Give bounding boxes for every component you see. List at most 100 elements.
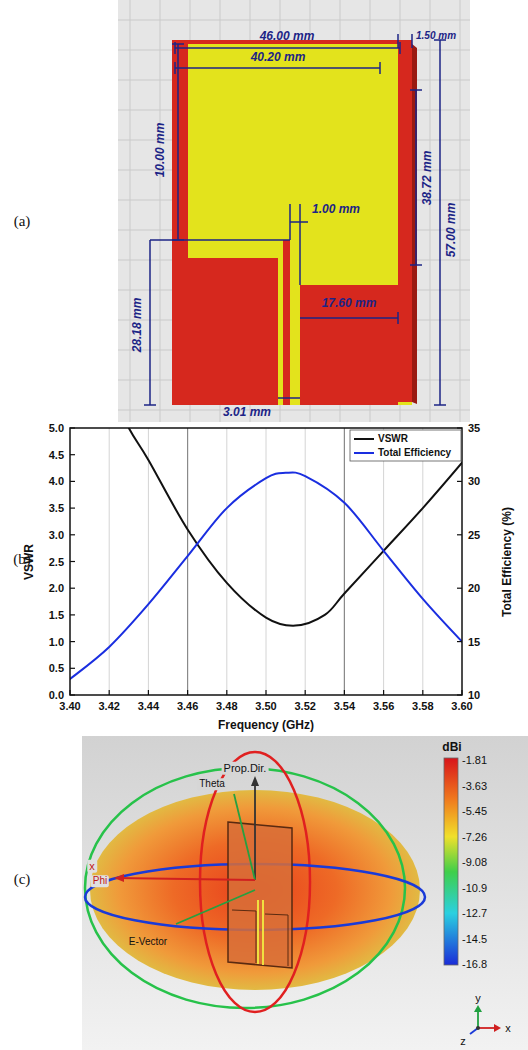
legend-sample — [354, 438, 374, 440]
tick-label: 3.54 — [334, 700, 355, 713]
line-shape — [149, 240, 151, 405]
vswr-curve — [105, 428, 462, 626]
line-shape — [397, 34, 399, 48]
line-shape — [344, 428, 345, 695]
tick-label: 3.42 — [98, 700, 119, 713]
tick-label: 25 — [468, 528, 480, 541]
scale-value: -9.08 — [462, 856, 487, 869]
line-shape — [160, 0, 161, 422]
phi-circle — [200, 752, 310, 1012]
radiating-patch — [172, 44, 412, 405]
direction-label: Prop.Dir. — [222, 762, 269, 775]
axis-triad — [470, 1005, 501, 1034]
left-ground — [188, 258, 278, 405]
axis-title: Frequency (GHz) — [218, 719, 314, 733]
polygon-shape — [114, 874, 124, 882]
tick-label: 3.56 — [373, 700, 394, 713]
line-shape — [415, 90, 417, 265]
scale-value: -12.7 — [462, 907, 487, 920]
legend-label: Total Efficiency — [378, 447, 451, 459]
plot-area — [70, 428, 462, 695]
line-shape — [439, 40, 441, 405]
line-shape — [226, 428, 227, 695]
tick-label: 3.46 — [177, 700, 198, 713]
line-shape — [175, 47, 400, 49]
line-shape — [130, 0, 131, 422]
tick-label: 3.58 — [412, 700, 433, 713]
right-ground — [300, 285, 398, 405]
line-shape — [262, 900, 264, 965]
dimension-label: 46.00 mm — [260, 30, 315, 44]
scale-value: -10.9 — [462, 881, 487, 894]
grid-lines — [109, 428, 423, 695]
polygon-shape — [474, 1005, 482, 1012]
efficiency-curve — [70, 472, 462, 692]
line-shape — [300, 317, 398, 319]
tick-label: 1.5 — [49, 609, 64, 622]
panel-ground — [82, 736, 528, 1050]
line-shape — [175, 67, 380, 69]
legend-label: VSWR — [378, 433, 408, 445]
tick-label: 3.52 — [294, 700, 315, 713]
axis-title: Total Efficiency (%) — [501, 507, 515, 617]
dimension-label: 38.72 mm — [421, 151, 435, 206]
antenna-feed — [258, 900, 263, 965]
scale-value: -14.5 — [462, 932, 487, 945]
line-shape — [187, 428, 188, 695]
line-shape — [422, 428, 423, 695]
tick-label: 2.5 — [49, 555, 64, 568]
dimension-lines — [144, 34, 446, 405]
tick-label: 20 — [468, 582, 480, 595]
line-shape — [344, 428, 345, 695]
axis-label: Phi — [91, 875, 109, 887]
right-strip — [398, 44, 412, 402]
theta-circle — [85, 768, 405, 1008]
direction-label: Theta — [197, 778, 227, 790]
axis-label: x — [505, 1022, 511, 1035]
legend-box — [350, 430, 461, 461]
line-shape — [118, 20, 470, 21]
dimension-label: 57.00 mm — [445, 203, 459, 258]
line-shape — [460, 0, 461, 422]
line-shape — [410, 89, 422, 91]
polygon-shape — [494, 1024, 501, 1032]
axis-title: VSWR — [23, 544, 37, 580]
line-shape — [254, 780, 256, 880]
tick-label: 3.40 — [59, 700, 80, 713]
line-shape — [299, 204, 301, 285]
circle-shape — [476, 1026, 480, 1030]
tick-label: 3.60 — [451, 700, 472, 713]
tick-label: 3.5 — [49, 502, 64, 515]
tick-label: 4.0 — [49, 475, 64, 488]
vector-label: E-Vector — [129, 936, 167, 948]
line-shape — [150, 239, 290, 241]
line-shape — [379, 62, 381, 74]
grid — [118, 0, 470, 422]
axis-arrows — [114, 776, 259, 924]
dimension-label: 1.50 mm — [416, 30, 456, 42]
tick-label: 3.0 — [49, 528, 64, 541]
antenna-model — [228, 822, 292, 968]
scale-value: -5.45 — [462, 805, 487, 818]
line-shape — [305, 428, 306, 695]
line-shape — [266, 428, 267, 695]
board-edge — [412, 44, 417, 404]
tick-label: 2.0 — [49, 582, 64, 595]
chart-panel — [50, 380, 481, 695]
legend-sample — [354, 452, 374, 454]
scale-value: -7.26 — [462, 830, 487, 843]
line-shape — [144, 404, 156, 406]
dimension-label: 1.00 mm — [312, 203, 360, 217]
tick-label: 10 — [468, 689, 480, 702]
scale-value: -1.81 — [462, 754, 487, 767]
axis-label: y — [475, 992, 481, 1005]
tick-label: 3.48 — [216, 700, 237, 713]
color-bar — [444, 758, 458, 965]
scale-value: -3.63 — [462, 779, 487, 792]
line-shape — [397, 312, 399, 324]
polyline-shape — [232, 910, 256, 963]
dimension-label: 40.20 mm — [251, 51, 306, 65]
line-shape — [148, 428, 149, 695]
tick-label: 15 — [468, 635, 480, 648]
